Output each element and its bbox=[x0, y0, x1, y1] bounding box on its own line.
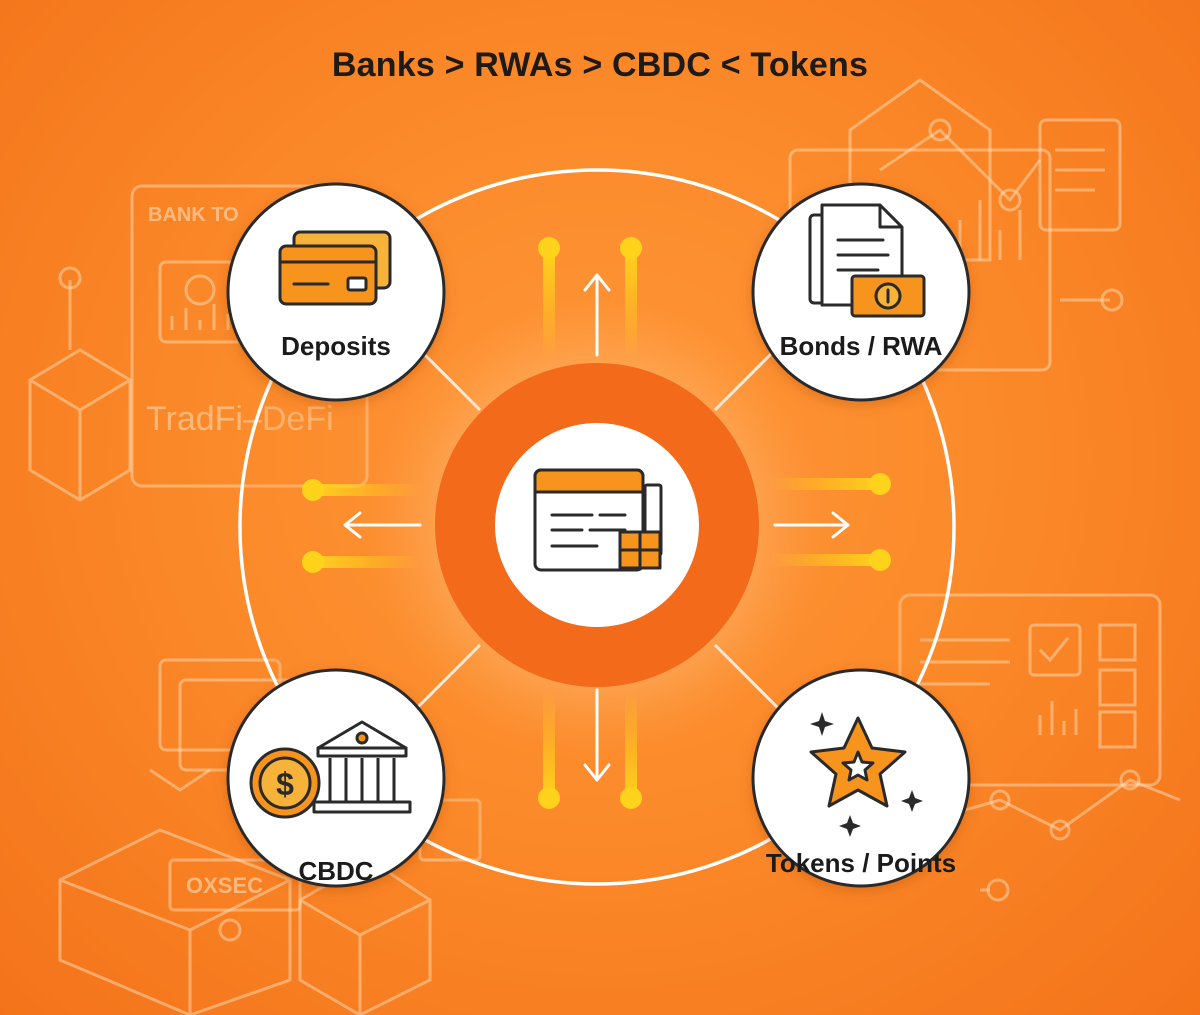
star-sparkle-icon bbox=[809, 712, 923, 837]
arrow-down-icon bbox=[583, 688, 611, 782]
node-cbdc[interactable] bbox=[226, 668, 446, 888]
document-coin-icon bbox=[808, 203, 926, 318]
bank-coin-icon: $ bbox=[249, 720, 412, 819]
tokens-label: Tokens / Points bbox=[765, 848, 957, 878]
bg-oxsec-text: OXSEC bbox=[186, 873, 263, 898]
credit-cards-icon bbox=[278, 230, 392, 306]
diagram-title: Banks > RWAs > CBDC < Tokens bbox=[331, 46, 869, 84]
svg-text:$: $ bbox=[276, 766, 294, 802]
arrow-left-icon bbox=[343, 511, 422, 539]
arrow-up-icon bbox=[583, 273, 611, 357]
bg-bank-text: BANK TO bbox=[148, 204, 239, 226]
flow-arrows bbox=[343, 273, 850, 782]
bg-tradfi-text: TradFi–DeFi bbox=[146, 400, 334, 438]
arrow-right-icon bbox=[773, 511, 850, 539]
deposits-label: Deposits bbox=[281, 331, 391, 361]
cbdc-label: CBDC bbox=[298, 856, 374, 886]
ledger-window-icon bbox=[533, 468, 663, 572]
flow-bars bbox=[302, 237, 891, 809]
bonds-label: Bonds / RWA bbox=[779, 331, 943, 361]
